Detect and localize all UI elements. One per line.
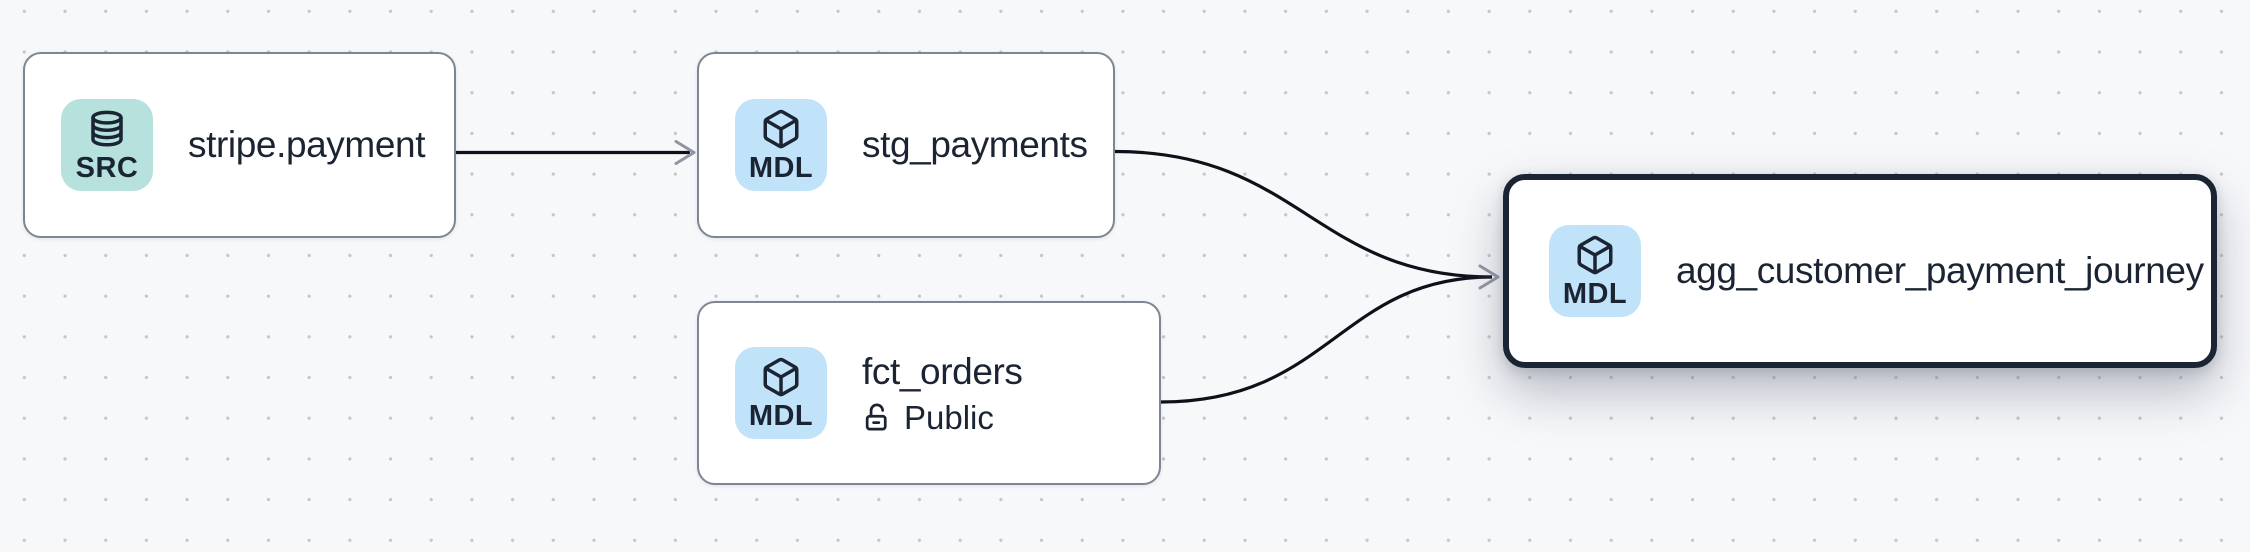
badge-label: MDL — [748, 399, 814, 432]
unlock-icon — [865, 403, 887, 431]
lineage-node-fct-orders[interactable]: MDL fct_orders Public — [697, 301, 1161, 485]
database-icon — [91, 110, 123, 146]
arrowhead-icon — [674, 140, 696, 165]
badge-label: MDL — [1562, 277, 1628, 310]
node-title: fct_orders — [862, 351, 1023, 393]
lineage-node-stg-payments[interactable]: MDL stg_payments — [697, 52, 1115, 238]
model-badge: MDL — [735, 99, 827, 191]
cube-icon — [763, 109, 799, 148]
badge-label: MDL — [748, 151, 814, 184]
lineage-node-stripe-payment[interactable]: SRC stripe.payment — [23, 52, 456, 238]
access-row: Public — [862, 398, 1023, 436]
edge-fct-orders-to-agg — [1160, 275, 1493, 404]
arrowhead-icon — [1478, 264, 1500, 290]
model-badge: MDL — [735, 347, 827, 439]
source-badge: SRC — [61, 99, 153, 191]
model-badge: MDL — [1549, 225, 1641, 317]
access-label: Public — [904, 398, 994, 436]
cube-icon — [1577, 235, 1613, 274]
cube-icon — [763, 357, 799, 396]
badge-label: SRC — [75, 151, 139, 184]
node-title: agg_customer_payment_journey — [1676, 249, 2204, 291]
node-title: stg_payments — [862, 123, 1088, 165]
edge-stg-payments-to-agg — [1114, 149, 1493, 279]
lineage-node-agg-customer-payment-journey[interactable]: MDL agg_customer_payment_journey — [1503, 174, 2217, 368]
node-title: stripe.payment — [188, 123, 426, 165]
